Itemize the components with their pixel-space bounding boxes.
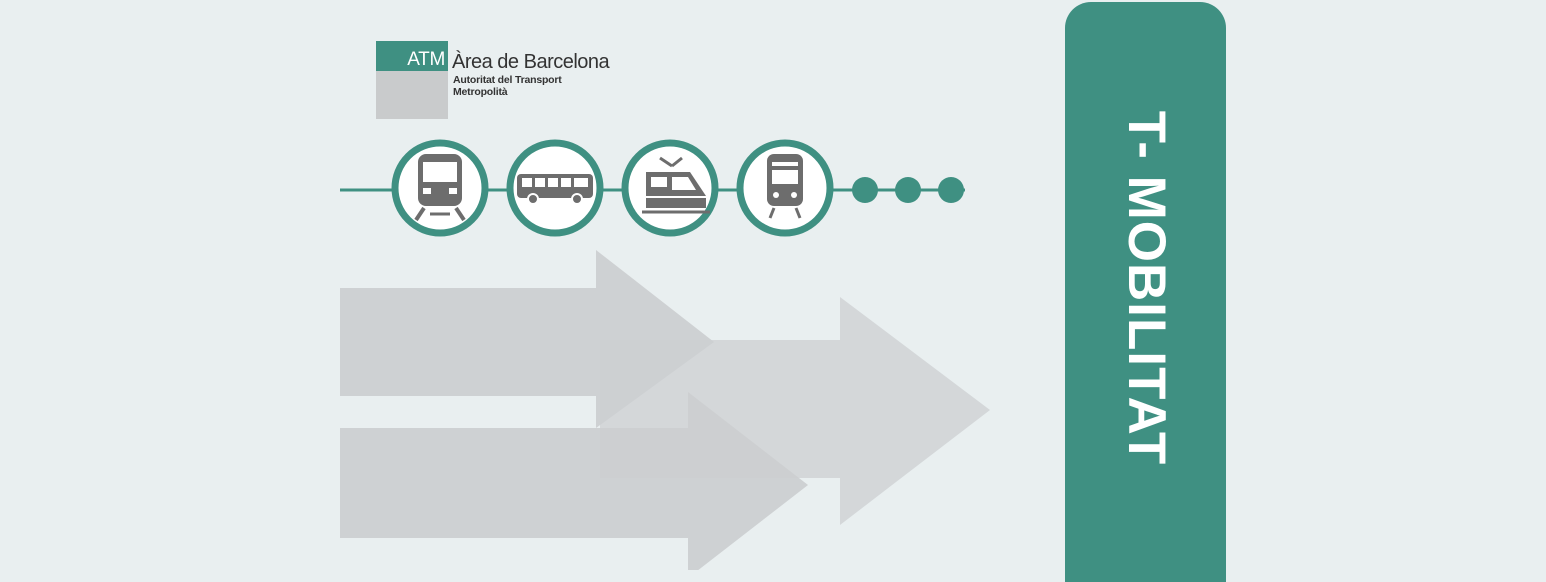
commuter-train-icon [736, 139, 834, 237]
logo-band [376, 41, 448, 71]
logo-abbr: ATM [407, 49, 445, 70]
transit-card-illustration: ATM Àrea de Barcelona Autoritat del Tran… [340, 2, 1226, 582]
t-mobilitat-card [1065, 2, 1226, 582]
bus-icon [506, 139, 604, 237]
card-label: T- MOBILITAT [1117, 110, 1176, 466]
atm-logo: ATM Àrea de Barcelona Autoritat del Tran… [376, 41, 636, 119]
arrows-group [340, 250, 990, 570]
logo-subtitle-line1: Autoritat del Transport [453, 74, 562, 86]
logo-title: Àrea de Barcelona [452, 51, 610, 73]
decor-graphics [340, 139, 990, 570]
ellipsis-dots-icon [852, 177, 964, 203]
tram-icon [621, 139, 719, 237]
metro-train-icon [391, 139, 489, 237]
arrow-bottom [340, 392, 808, 570]
logo-subtitle-line2: Metropolità [453, 86, 508, 98]
